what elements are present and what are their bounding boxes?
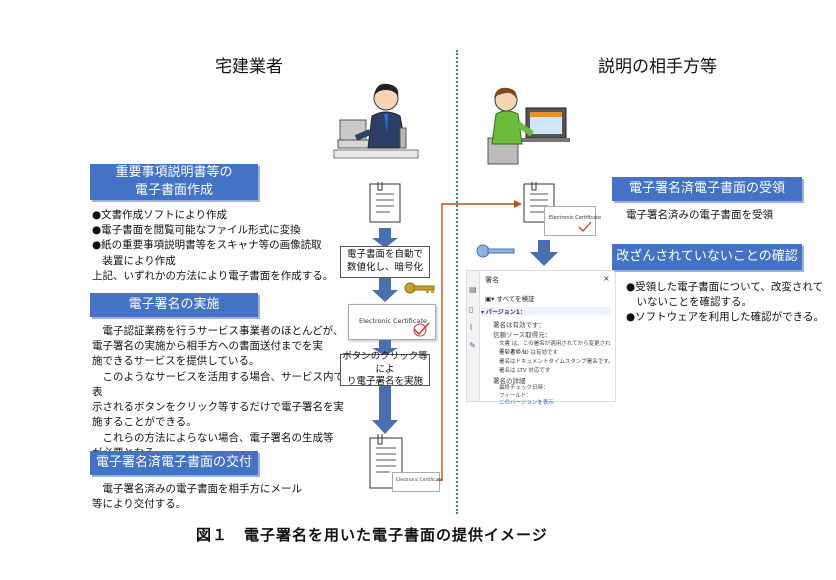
bullet-item: ●受領した電子書面について、改変されて [626, 281, 824, 293]
version-label: バージョン1： [485, 309, 526, 316]
panel-row: フィールド： [499, 393, 532, 399]
text-line: 電子署名済みの電子書面を相手方にメール [92, 483, 302, 495]
text-line: 等により交付する。 [92, 498, 187, 511]
arrow-down-icon [372, 386, 398, 434]
close-icon[interactable]: × [603, 274, 610, 283]
bookmark-icon[interactable]: ▯ [469, 305, 474, 314]
version-row[interactable]: ▾ バージョン1： [481, 307, 611, 316]
right-column-title: 説明の相手方等 [598, 57, 717, 77]
section-header-verify: 改ざんされていないことの確認 [612, 244, 802, 270]
arrow-down-icon [372, 278, 398, 302]
bullet-item: ●紙の重要事項説明書等をスキャナ等の画像読取 [92, 239, 322, 252]
received-certificate-card: Electronic Certificate [544, 206, 601, 236]
signature-check-icon [413, 322, 430, 337]
section-header-receive: 電子署名済電子書面の受領 [612, 177, 802, 201]
receive-text: 電子署名済みの電子書面を受領 [626, 209, 773, 221]
flow-box-encrypt: 電子書面を自動で 数値化し、暗号化 [340, 246, 430, 278]
column-divider [456, 50, 458, 514]
panel-row: 文書 は、この署名が適用されてから変更されていません [499, 341, 611, 355]
flow-box-sign: ボタンのクリック等によ り電子署名を実施 [340, 350, 430, 388]
bullet-item: 装置により作成 [92, 254, 176, 267]
text-line: 電子署名の実施から相手方への書面送付までを実 [92, 340, 323, 353]
certificate-card-small: Electronic Certificate [392, 472, 443, 492]
key-icon [404, 282, 435, 294]
deliver-text: 電子署名済みの電子書面を相手方にメール 等により交付する。 [92, 482, 352, 512]
businessman-illustration [333, 83, 419, 159]
list-icon: ▣▾ [485, 295, 497, 303]
section-header-line2: 電子書面作成 [134, 183, 213, 198]
certificate-label: Electronic Certificate [359, 317, 427, 325]
text-line: 電子認証業務を行うサービス事業者のほとんどが、 [92, 325, 344, 337]
signature-check-icon [578, 221, 592, 232]
certificate-label: Electronic Certificate [396, 478, 443, 483]
arrow-down-icon [372, 340, 398, 356]
delivery-connector [438, 200, 522, 481]
chevron-down-icon: ▾ [481, 309, 486, 316]
section-header-line1: 重要事項説明書等の [115, 165, 233, 181]
section-header-deliver: 電子署名済電子書面の交付 [90, 451, 258, 475]
attachment-icon[interactable]: ⌇ [469, 323, 473, 332]
panel-sidebar [467, 271, 480, 401]
text-line: 施することができる。 [92, 416, 197, 429]
arrow-down-icon [530, 240, 558, 266]
panel-row: 署名はドキュメントタイムスタンプ署名です。 [499, 359, 614, 365]
note-text: 上記、いずれかの方法により電子書面を作成する。 [92, 269, 334, 282]
panel-row: 署名者の ID は有効です [499, 350, 558, 356]
panel-row: 署名は有効です： [493, 321, 545, 329]
section-header-create-document: 重要事項説明書等の 電子書面作成 [90, 164, 258, 200]
panel-title: 署名 [485, 276, 499, 284]
bullet-item: ●ソフトウェアを利用した確認ができる。 [626, 311, 824, 324]
panel-row: 署名は LTV 対応です [499, 368, 551, 374]
flow-text: ボタンのクリック等によ [342, 350, 428, 375]
text-line: 示されるボタンをクリック等するだけで電子署名を実 [92, 401, 344, 414]
verify-all-label: すべてを検証 [496, 295, 535, 303]
recipient-illustration [487, 87, 570, 165]
signature-text: 電子認証業務を行うサービス事業者のほとんどが、 電子署名の実施から相手方への書面… [92, 324, 354, 461]
certificate-label: Electronic Certificate [549, 215, 602, 221]
flow-text: 電子書面を自動で [346, 249, 423, 261]
figure-caption: 図１ 電子署名を用いた電子書面の提供イメージ [196, 526, 548, 544]
verify-all-button[interactable]: ▣▾ すべてを検証 [485, 293, 535, 303]
certificate-card: Electronic Certificate [348, 304, 436, 340]
bullet-item: ●文書作成ソフトにより作成 [92, 209, 227, 221]
bullet-item: ●電子書面を閲覧可能なファイル形式に変換 [92, 224, 301, 237]
document-icon[interactable]: ▤ [469, 285, 477, 294]
bullet-item: いないことを確認する。 [626, 296, 752, 309]
document-icon [369, 182, 401, 223]
panel-row: 信頼ソース取得元： [493, 331, 552, 339]
panel-row[interactable]: 署名の詳細 [493, 377, 526, 385]
signature-pen-icon[interactable]: ✎ [469, 341, 476, 350]
left-column-title: 宅建業者 [215, 57, 283, 77]
flow-text: 数値化し、暗号化 [346, 262, 423, 273]
show-version-link[interactable]: このバージョンを表示 [499, 400, 554, 406]
text-line: 施できるサービスを提供している。 [92, 355, 260, 368]
arrow-down-icon [372, 228, 398, 248]
verify-key-icon [476, 244, 515, 258]
create-document-text: ●文書作成ソフトにより作成 ●電子書面を閲覧可能なファイル形式に変換 ●紙の重要… [92, 208, 352, 284]
verify-text: ●受領した電子書面について、改変されて いないことを確認する。 ●ソフトウェアを… [626, 280, 831, 326]
section-header-signature: 電子署名の実施 [90, 293, 258, 317]
text-line: このようなサービスを活用する場合、サービス内で表 [92, 370, 344, 398]
text-line: これらの方法によらない場合、電子署名の生成等 [92, 431, 334, 444]
signature-verification-panel: ▤ ▯ ⌇ ✎ 署名 × ▣▾ すべてを検証 ▾ バージョン1： 署名は有効です… [466, 270, 616, 406]
panel-row: 最終チェック日時： [499, 385, 549, 391]
flow-text: り電子署名を実施 [346, 376, 423, 388]
